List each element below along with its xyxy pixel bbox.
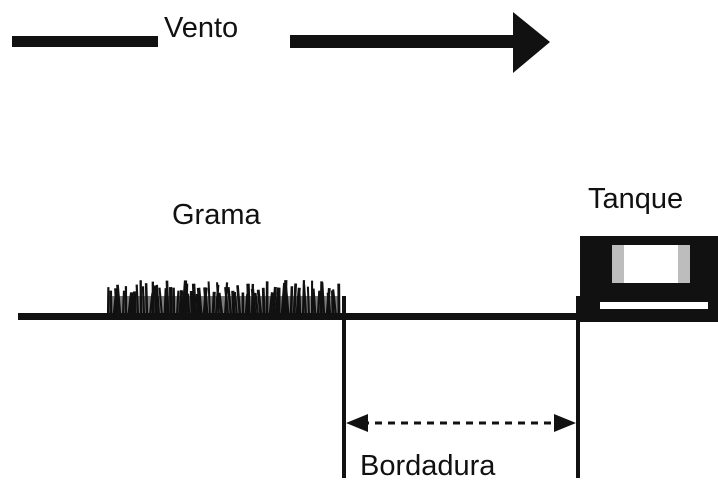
tank-base-stripe: [600, 302, 708, 309]
wind-arrow: [12, 12, 550, 73]
tank-label: Tanque: [588, 183, 683, 215]
border-right-arrowhead: [554, 414, 576, 432]
wind-arrow-head: [513, 12, 550, 73]
tank-water-left-shade: [612, 245, 624, 283]
wind-arrow-shaft: [290, 35, 520, 48]
evaporation-tank: [580, 236, 718, 322]
ground-line: [18, 313, 718, 320]
border-left-tick: [342, 296, 346, 478]
border-label: Bordadura: [360, 450, 496, 481]
border-left-arrowhead: [346, 414, 368, 432]
wind-arrow-tail: [12, 36, 158, 47]
border-right-tick: [576, 296, 580, 478]
grass-patch: [106, 280, 341, 317]
grass-label: Grama: [172, 199, 262, 231]
tank-water-surface: [612, 245, 690, 283]
border-dimension: [342, 296, 580, 478]
wind-label: Vento: [164, 12, 238, 44]
tank-water-right-shade: [678, 245, 690, 283]
grass-base: [108, 296, 340, 316]
